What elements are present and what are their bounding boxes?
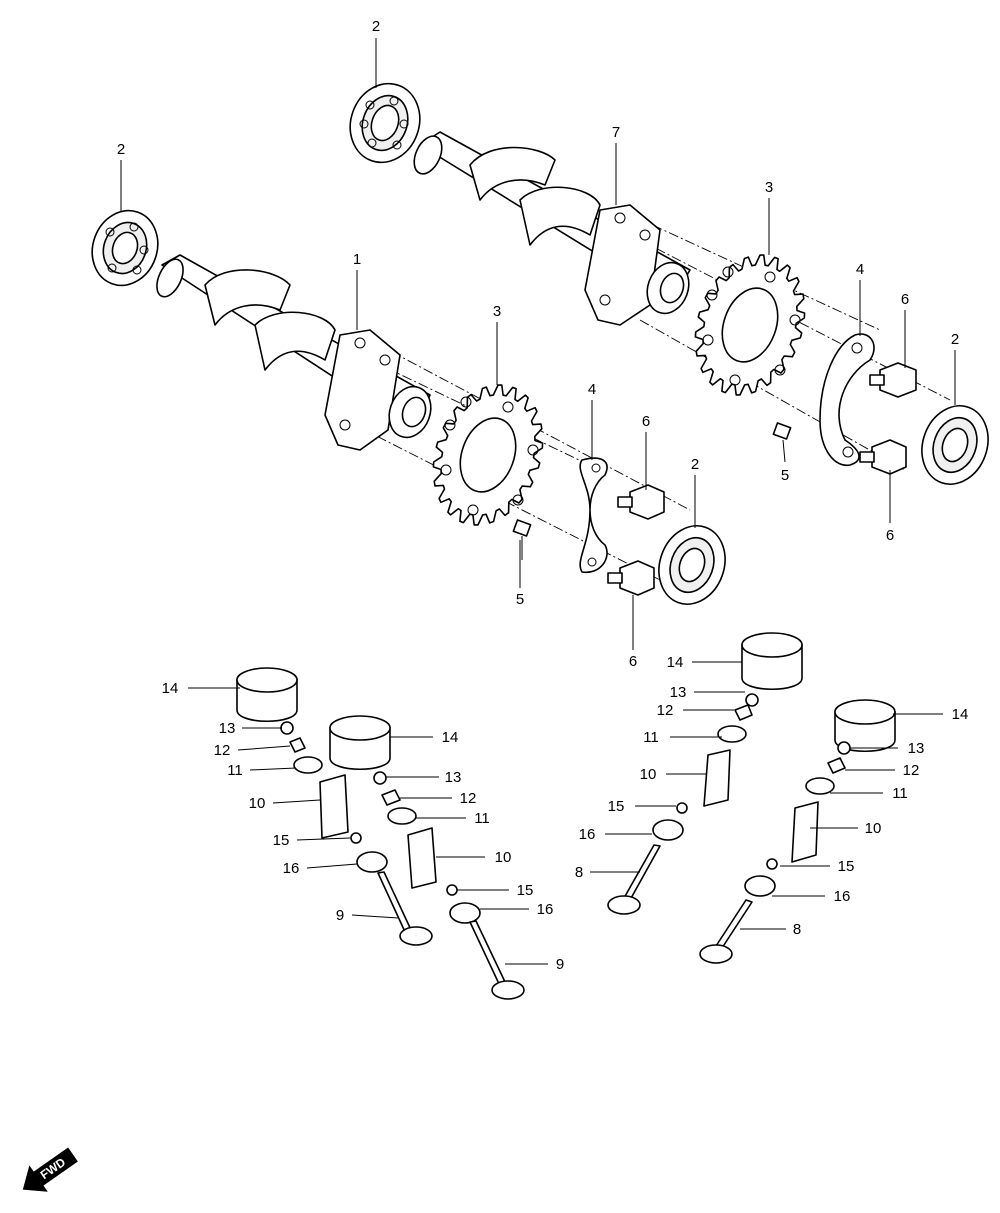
label-cotter-d: 12 — [903, 762, 920, 779]
label-retainer-d: 11 — [892, 785, 908, 802]
label-cotter-b: 12 — [460, 790, 477, 807]
valve-group-d — [699, 699, 896, 964]
label-tappet-b: 14 — [442, 729, 459, 746]
label-valve-ex-a: 9 — [336, 907, 344, 924]
label-plate-lower: 4 — [588, 381, 596, 398]
label-retainer-c: 11 — [643, 729, 659, 746]
label-retainer-b: 11 — [474, 810, 490, 827]
bolts-lower — [607, 484, 665, 596]
callout-labels: 2 2 1 7 3 3 4 4 6 6 6 6 2 2 5 5 14 14 14… — [117, 18, 969, 973]
fwd-arrow: FWD — [22, 1147, 78, 1192]
label-seat-d: 16 — [834, 888, 851, 905]
label-tappet-d: 14 — [952, 706, 969, 723]
label-sprocket-upper: 3 — [765, 179, 773, 196]
label-shim-a: 13 — [219, 720, 236, 737]
leader-lines — [120, 38, 956, 965]
label-camshaft-upper: 7 — [612, 124, 620, 141]
sprocket-upper — [694, 254, 806, 396]
label-bearing-top: 2 — [372, 18, 380, 35]
label-spring-a: 10 — [249, 795, 266, 812]
label-seat-a: 16 — [283, 860, 300, 877]
label-shim-c: 13 — [670, 684, 687, 701]
label-bolt-lower-b: 6 — [629, 653, 637, 670]
label-seal-a: 15 — [273, 832, 290, 849]
lower-camshaft-assembly — [91, 209, 726, 605]
label-sprocket-lower: 3 — [493, 303, 501, 320]
label-camshaft-lower: 1 — [353, 251, 361, 268]
label-spring-c: 10 — [640, 766, 657, 783]
label-cotter-a: 12 — [214, 742, 231, 759]
valve-group-b — [329, 715, 525, 1000]
label-seal-b: 15 — [517, 882, 534, 899]
label-bearing-left: 2 — [117, 141, 125, 158]
label-bolt-upper-a: 6 — [901, 291, 909, 308]
label-valve-ex-b: 9 — [556, 956, 564, 973]
label-bearing-upper-right: 2 — [951, 331, 959, 348]
label-bolt-upper-b: 6 — [886, 527, 894, 544]
bearing-lower-right — [658, 525, 726, 605]
camshaft-lower — [156, 254, 432, 451]
label-seal-c: 15 — [608, 798, 625, 815]
label-seat-c: 16 — [579, 826, 596, 843]
label-valve-in-a: 8 — [575, 864, 583, 881]
valve-group-a — [236, 667, 433, 946]
pin-lower — [512, 519, 532, 560]
label-plate-upper: 4 — [856, 261, 864, 278]
fwd-arrow-icon — [22, 1147, 78, 1192]
plate-lower — [579, 457, 608, 574]
label-seal-d: 15 — [838, 858, 855, 875]
label-valve-in-b: 8 — [793, 921, 801, 938]
bearing-left — [91, 209, 159, 287]
bearing-top — [349, 82, 421, 164]
bearing-upper-right — [921, 405, 989, 485]
label-spring-d: 10 — [865, 820, 882, 837]
bolts-upper — [859, 362, 917, 475]
label-bolt-lower-a: 6 — [642, 413, 650, 430]
plate-upper — [819, 333, 875, 467]
pin-upper — [772, 422, 792, 463]
label-retainer-a: 11 — [227, 762, 243, 779]
label-cotter-c: 12 — [657, 702, 674, 719]
label-pin-lower: 5 — [516, 591, 524, 608]
camshaft-upper — [413, 131, 691, 326]
label-tappet-c: 14 — [667, 654, 684, 671]
sprocket-lower — [432, 384, 544, 526]
label-spring-b: 10 — [495, 849, 512, 866]
label-seat-b: 16 — [537, 901, 554, 918]
label-tappet-a: 14 — [162, 680, 179, 697]
label-shim-b: 13 — [445, 769, 462, 786]
upper-camshaft-assembly — [349, 82, 989, 485]
valve-group-c — [607, 632, 803, 915]
label-shim-d: 13 — [908, 740, 925, 757]
label-pin-upper: 5 — [781, 467, 789, 484]
label-bearing-lower-right: 2 — [691, 456, 699, 473]
